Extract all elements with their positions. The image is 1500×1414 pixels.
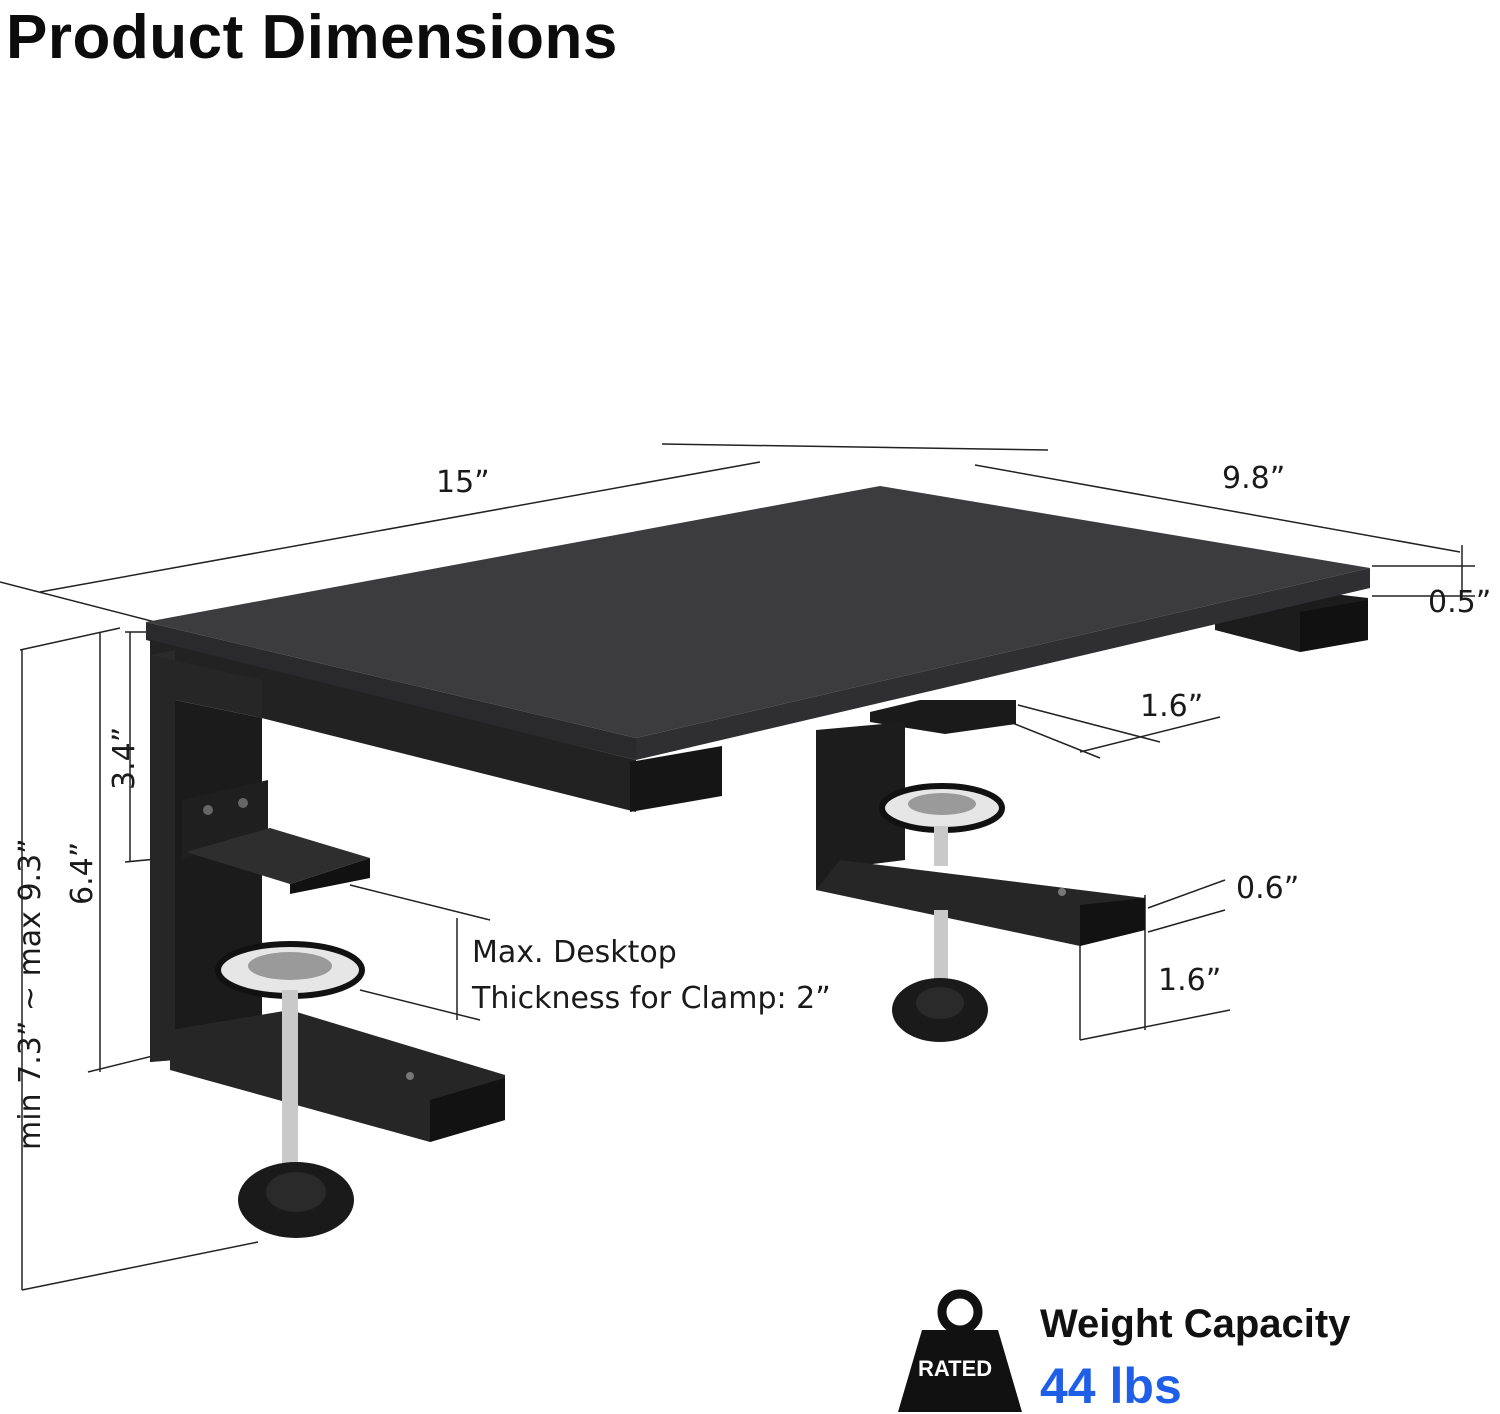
dimension-lines xyxy=(0,443,1475,1291)
clamp-plate-thickness-label: 0.6” xyxy=(1236,871,1299,906)
weight-capacity-title: Weight Capacity xyxy=(1040,1302,1351,1346)
clamp-note-line1: Max. Desktop xyxy=(472,935,677,970)
total-height-label: min 7.3” ~ max 9.3” xyxy=(13,838,48,1150)
clamp-plate-width-label: 1.6” xyxy=(1158,963,1221,998)
top-board xyxy=(146,486,1370,738)
weight-icon: RATED xyxy=(898,1289,1022,1412)
rest-width-label: 1.6” xyxy=(1140,689,1203,724)
board-thickness-label: 0.5” xyxy=(1428,585,1491,620)
length-label: 15” xyxy=(436,465,490,500)
under-height-label: 3.4” xyxy=(107,727,142,790)
stand-drawing xyxy=(146,486,1370,1238)
depth-label: 9.8” xyxy=(1222,461,1285,496)
page-title: Product Dimensions xyxy=(6,3,618,72)
weight-badge-text: RATED xyxy=(918,1356,992,1381)
clamp-note-line2: Thickness for Clamp: 2” xyxy=(471,981,831,1016)
weight-capacity-value: 44 lbs xyxy=(1040,1358,1182,1414)
bracket-height-label: 6.4” xyxy=(65,842,100,905)
